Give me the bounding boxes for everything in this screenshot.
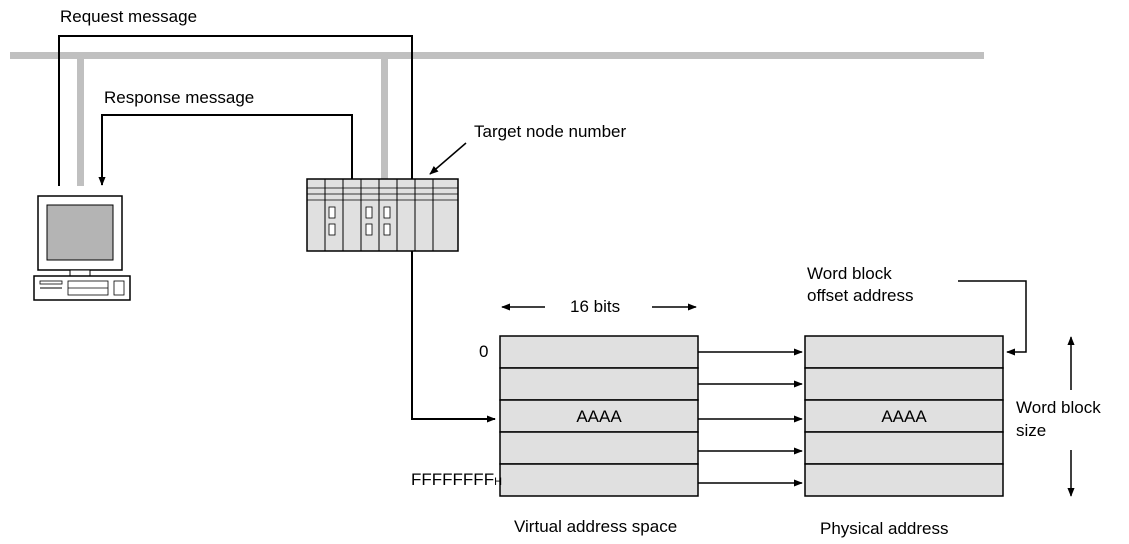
plc-network-drop	[381, 59, 388, 179]
word-block-size-label-line1: Word block	[1016, 398, 1101, 417]
physical-cell	[804, 463, 1004, 497]
physical-cell	[804, 367, 1004, 401]
word-block-offset-label-line2: offset address	[807, 286, 914, 305]
plc-rack-icon	[306, 178, 459, 252]
request-message-label: Request message	[60, 7, 198, 26]
virtual-cell-text: AAAA	[576, 407, 622, 426]
bit-width-label: 16 bits	[570, 297, 621, 316]
physical-address-caption: Physical address	[820, 519, 949, 538]
address-start-label: 0	[479, 342, 489, 361]
address-end-label: FFFFFFFFH	[411, 470, 502, 492]
offset-address-pointer	[958, 280, 1027, 356]
target-node-pointer	[429, 142, 467, 175]
network-bus-line	[10, 52, 984, 59]
virtual-cell	[499, 335, 699, 369]
virtual-cell	[499, 463, 699, 497]
response-message-label: Response message	[104, 88, 255, 107]
physical-cell	[804, 399, 1004, 433]
plc-to-virtual-path	[411, 251, 496, 423]
address-end-suffix: H	[494, 476, 503, 488]
response-message-path	[98, 114, 353, 186]
virtual-cell	[499, 431, 699, 465]
address-end-value: FFFFFFFF	[411, 470, 495, 489]
pc-network-drop	[77, 59, 84, 186]
physical-cell-text: AAAA	[881, 407, 927, 426]
virtual-cell	[499, 367, 699, 401]
virtual-address-table	[499, 335, 699, 497]
word-block-size-label-line2: size	[1016, 421, 1047, 440]
computer-icon	[33, 195, 131, 301]
physical-cell	[804, 431, 1004, 465]
target-node-number-label: Target node number	[474, 122, 627, 141]
word-block-offset-label-line1: Word block	[807, 264, 892, 283]
virtual-address-caption: Virtual address space	[514, 517, 678, 536]
physical-address-table	[804, 335, 1004, 497]
physical-cell	[804, 335, 1004, 369]
request-message-path	[58, 35, 413, 186]
